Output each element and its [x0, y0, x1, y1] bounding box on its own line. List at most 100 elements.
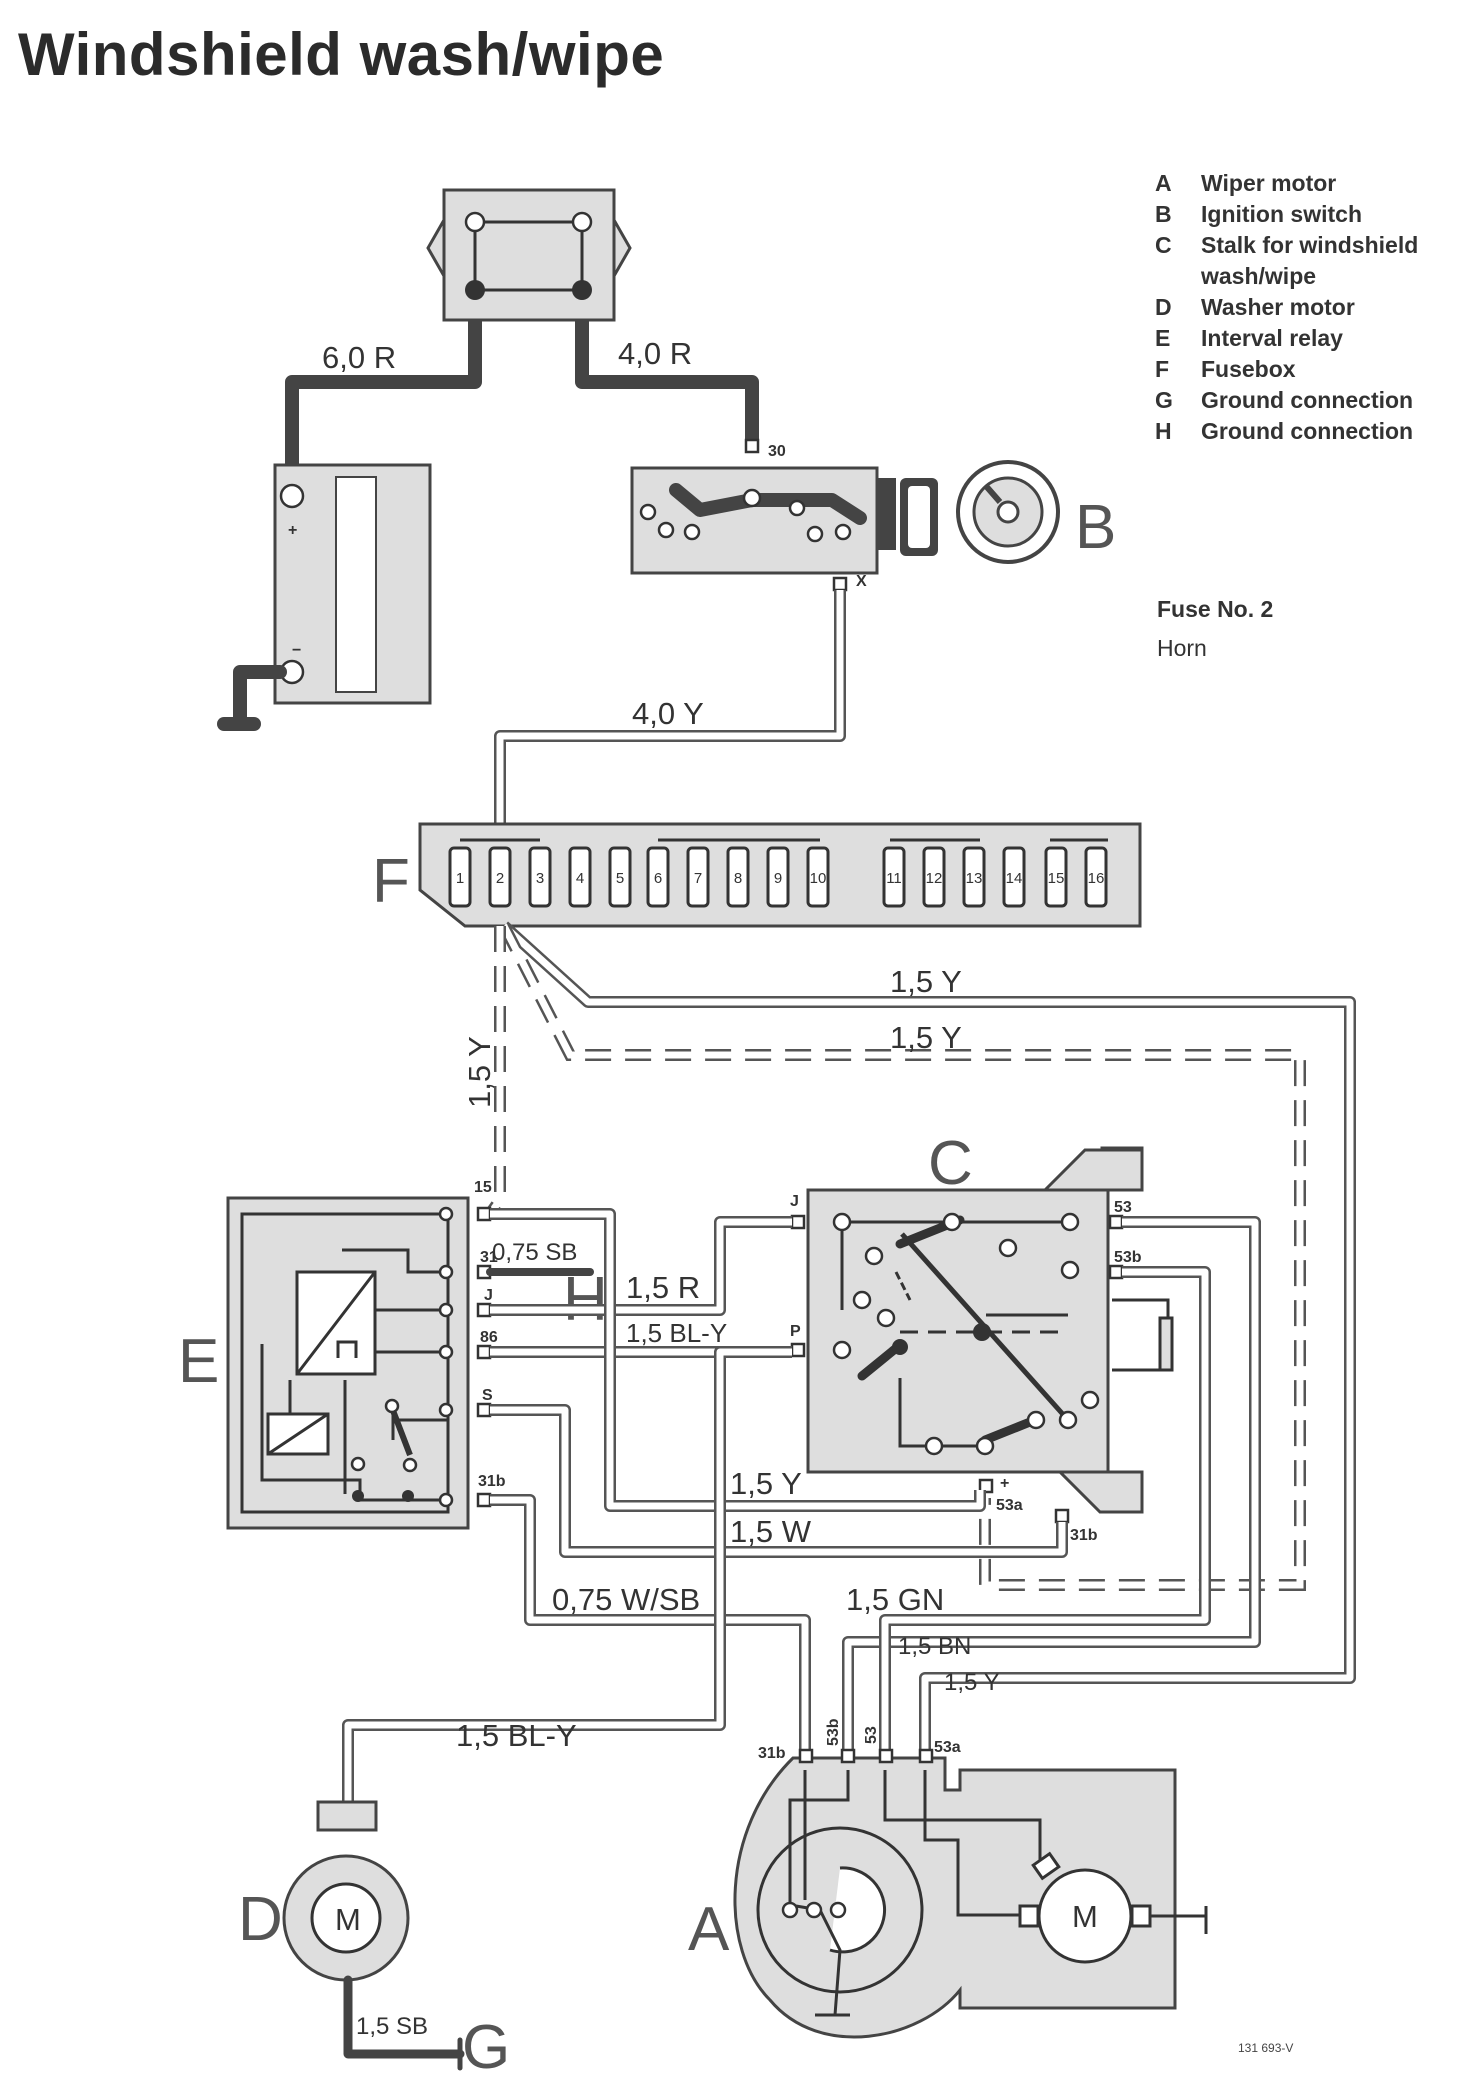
- fuse-2: [488, 846, 512, 908]
- relay-terminal-31: 31: [480, 1249, 498, 1266]
- component-letter-e: E: [178, 1327, 219, 1396]
- wiper-terminal-53b: 53b: [825, 1718, 842, 1746]
- legend-key: F: [1155, 356, 1170, 382]
- wiper-motor: M 31b 53b 53 53a: [733, 1718, 1208, 2039]
- page-title: Windshield wash/wipe: [18, 21, 665, 88]
- wire-label-075sb: 0,75 SB: [492, 1239, 577, 1266]
- component-letter-a: A: [688, 1895, 730, 1964]
- fuse-16: [1084, 846, 1108, 908]
- fuse-number-label: 12: [926, 870, 943, 887]
- wiper-motor-symbol: M: [1072, 1899, 1098, 1934]
- wire-label-075wsb: 0,75 W/SB: [552, 1582, 700, 1617]
- wire-label-15y: 1,5 Y: [730, 1466, 802, 1501]
- fuse-number-label: 2: [496, 870, 504, 887]
- component-letter-d: D: [238, 1885, 283, 1954]
- stalk-terminal-53b: 53b: [1114, 1249, 1142, 1266]
- fuse-4: [568, 846, 592, 908]
- legend-key: D: [1155, 294, 1172, 320]
- component-letter-b: B: [1075, 493, 1116, 562]
- stalk-terminal-53a: 53a: [996, 1497, 1023, 1514]
- relay-terminal-s: S: [482, 1387, 493, 1404]
- fuse-3: [528, 846, 552, 908]
- fuse-12: [922, 846, 946, 908]
- fuse-10: [806, 846, 830, 908]
- legend-label: Ground connection: [1201, 387, 1414, 413]
- wire-label-15y-solid: 1,5 Y: [890, 964, 962, 999]
- stalk-switch: J P 53 53b + 53a 31b: [790, 1146, 1174, 1544]
- legend-label: Wiper motor: [1201, 170, 1337, 196]
- fuse-11: [882, 846, 906, 908]
- legend-label: Ground connection: [1201, 418, 1414, 444]
- wire-label-15sb: 1,5 SB: [356, 2013, 428, 2040]
- fuse-number: Fuse No. 2: [1157, 596, 1274, 622]
- fuse-7: [686, 846, 710, 908]
- fuse-13: [962, 846, 986, 908]
- fuse-number-label: 8: [734, 870, 742, 887]
- wire-15y-solid: [499, 921, 1356, 1755]
- battery: + −: [217, 463, 432, 731]
- wire-label-40r: 4,0 R: [618, 336, 692, 371]
- legend-label: Ignition switch: [1201, 201, 1362, 227]
- minus-terminal-label: −: [292, 642, 301, 659]
- relay-terminal-15: 15: [474, 1179, 492, 1196]
- fuse-number-label: 9: [774, 870, 782, 887]
- stalk-terminal-p: P: [790, 1323, 801, 1340]
- stalk-terminal-31b: 31b: [1070, 1527, 1098, 1544]
- stalk-terminal-j: J: [790, 1193, 799, 1210]
- relay-terminal-86: 86: [480, 1329, 498, 1346]
- wire-labels: 6,0 R 4,0 R 4,0 Y 1,5 Y 1,5 Y 1,5 Y 0,75…: [322, 336, 1000, 2040]
- figure-reference: 131 693-V: [1238, 2041, 1293, 2055]
- wire-label-15y-d: 1,5 Y: [944, 1669, 1000, 1696]
- washer-motor-symbol: M: [335, 1902, 361, 1937]
- legend-label: Stalk for windshield wash/wipe: [1201, 232, 1419, 289]
- wiper-terminal-53: 53: [863, 1726, 880, 1744]
- legend-item-d: D Washer motor: [1155, 292, 1451, 323]
- legend-key: A: [1155, 170, 1172, 196]
- wire-label-15bly-washer: 1,5 BL-Y: [456, 1718, 577, 1753]
- fuse-6: [646, 846, 670, 908]
- legend-key: B: [1155, 201, 1172, 227]
- legend-item-b: B Ignition switch: [1155, 199, 1451, 230]
- fuse-15: [1044, 846, 1068, 908]
- legend-item-h: H Ground connection: [1155, 416, 1451, 447]
- washer-motor: M: [282, 1800, 465, 2071]
- wiper-terminal-53a: 53a: [934, 1739, 961, 1756]
- fuse-number-label: 5: [616, 870, 624, 887]
- legend-item-a: A Wiper motor: [1155, 168, 1451, 199]
- stalk-terminal-53: 53: [1114, 1199, 1132, 1216]
- fuse-circuit: Horn: [1157, 635, 1207, 661]
- fuse-number-label: 16: [1088, 870, 1105, 887]
- legend-key: H: [1155, 418, 1172, 444]
- fuse-number-label: 1: [456, 870, 464, 887]
- wire-label-15y-vertical: 1,5 Y: [462, 1036, 497, 1108]
- legend-key: E: [1155, 325, 1171, 351]
- wiper-terminal-31b: 31b: [758, 1745, 786, 1762]
- fuse-number-label: 6: [654, 870, 662, 887]
- plus-terminal-label: +: [288, 522, 297, 539]
- interval-relay: 15 31 J 86 S 31b: [226, 1179, 506, 1530]
- fuse-8: [726, 846, 750, 908]
- fuse-number-label: 13: [966, 870, 983, 887]
- ignition-switch: 30 X: [630, 438, 1060, 592]
- fuse-number-label: 4: [576, 870, 584, 887]
- fuse-info: Fuse No. 2 Horn: [1157, 596, 1273, 662]
- wire-label-15bn: 1,5 BN: [898, 1633, 971, 1660]
- wire-15y-dashed: [498, 923, 1306, 1591]
- wire-label-40y: 4,0 Y: [632, 696, 704, 731]
- fuse-number-label: 10: [810, 870, 827, 887]
- junction-block: [426, 188, 632, 322]
- signal-wires: [342, 1208, 1261, 1805]
- legend-label: Washer motor: [1201, 294, 1355, 320]
- fuse-number-label: 3: [536, 870, 544, 887]
- fuse-number-label: 14: [1006, 870, 1023, 887]
- terminal-x-label: X: [856, 573, 867, 590]
- wire-label-60r: 6,0 R: [322, 340, 396, 375]
- wire-label-15gn: 1,5 GN: [846, 1582, 944, 1617]
- legend-label: Fusebox: [1201, 356, 1296, 382]
- fuse-number-label: 15: [1048, 870, 1065, 887]
